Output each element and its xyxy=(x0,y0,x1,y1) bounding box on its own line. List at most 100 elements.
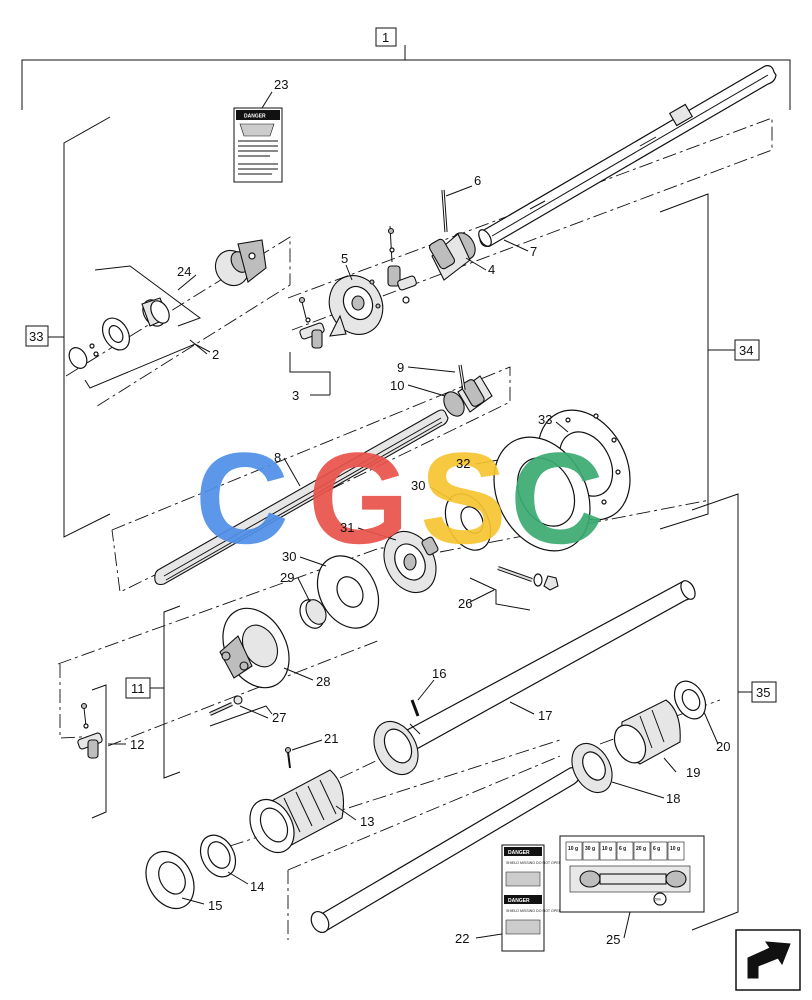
callout-11: 11 xyxy=(131,681,145,696)
lube-cell xyxy=(582,841,600,861)
callout-17: 17 xyxy=(538,708,552,723)
part-6-pin xyxy=(441,189,448,233)
decal25-badge: 50h xyxy=(655,898,661,902)
callout-box-11: 11 xyxy=(125,677,151,699)
callout-32: 32 xyxy=(456,456,470,471)
lube-cell-label: 6 g xyxy=(653,846,660,852)
part-4-yoke xyxy=(428,232,476,281)
callout-8: 8 xyxy=(274,450,281,465)
part-3-cross-kit xyxy=(298,296,325,349)
watermark-letter-1: C xyxy=(195,425,289,571)
callout-21: 21 xyxy=(324,731,338,746)
part-26-bolt-set xyxy=(497,566,559,591)
callout-33: 33 xyxy=(538,412,552,427)
callout-24: 24 xyxy=(177,264,191,279)
callout-23: 23 xyxy=(274,77,288,92)
callout-28: 28 xyxy=(316,674,330,689)
part-20-ring xyxy=(673,680,707,720)
part-14-ring xyxy=(199,834,237,878)
group-bracket-11 xyxy=(150,605,181,779)
part-27-bolt xyxy=(209,695,243,716)
lube-cell-label: 10 g xyxy=(602,846,612,852)
callout-16: 16 xyxy=(432,666,446,681)
decal22-shield-text-top: SHIELD MISSING DO NOT OPERATE xyxy=(506,861,569,865)
guard-cone-upper xyxy=(373,721,419,775)
group-bracket-2 xyxy=(84,265,211,389)
callout-14: 14 xyxy=(250,879,264,894)
callout-6: 6 xyxy=(474,173,481,188)
cross-kit-upper xyxy=(387,225,417,304)
part-21-screw xyxy=(284,746,292,769)
watermark-letter-4: C xyxy=(510,425,604,571)
callout-27: 27 xyxy=(272,710,286,725)
decal22-shield-text-bottom: SHIELD MISSING DO NOT OPERATE xyxy=(506,909,569,913)
lube-cell xyxy=(633,841,651,861)
leader-lines xyxy=(108,91,719,939)
part-16-guide-mark xyxy=(410,699,420,717)
callout-35: 34 xyxy=(739,343,753,358)
group-bracket-27 xyxy=(209,705,273,727)
watermark-letter-2: G xyxy=(308,425,409,571)
part-18-guard-cone xyxy=(571,742,613,794)
part-5-flange-housing xyxy=(328,275,384,337)
part-23-danger-decal: DANGER xyxy=(233,107,283,183)
callout-7: 7 xyxy=(530,244,537,259)
callout-box-1: 1 xyxy=(375,27,397,47)
callout-box-35: 34 xyxy=(734,339,760,361)
part-31-hub xyxy=(383,531,439,593)
group-bracket-36 xyxy=(691,493,752,931)
callout-15: 15 xyxy=(208,898,222,913)
group-bracket-35 xyxy=(659,193,735,530)
part-19-bellows xyxy=(613,699,681,765)
watermark: C G S C xyxy=(195,425,604,571)
part-9-pin xyxy=(458,364,466,391)
lube-cell xyxy=(616,841,634,861)
part-17-lower-tube xyxy=(395,580,696,757)
lube-cell xyxy=(599,841,617,861)
part-32-flange-disk xyxy=(493,436,591,552)
decal23-danger-text: DANGER xyxy=(244,114,266,120)
next-page-arrow-button[interactable] xyxy=(735,929,801,991)
callout-34: 33 xyxy=(29,329,43,344)
callout-36: 35 xyxy=(756,685,770,700)
lube-cell-label: 10 g xyxy=(670,846,680,852)
lube-cell-label: 10 g xyxy=(568,846,578,852)
group-bracket-3 xyxy=(289,352,331,396)
decal22-danger-text-top: DANGER xyxy=(508,850,530,856)
lube-cell xyxy=(565,841,583,861)
group-bracket-26 xyxy=(469,577,531,611)
callout-box-34: 33 xyxy=(25,325,49,347)
part-24-ring xyxy=(141,297,170,327)
callout-25: 25 xyxy=(606,932,620,947)
lube-cell-label: 20 g xyxy=(636,846,646,852)
callout-2: 2 xyxy=(212,347,219,362)
watermark-letter-3: S xyxy=(420,425,507,571)
callout-9: 9 xyxy=(397,360,404,375)
part-22-danger-decal: DANGER SHIELD MISSING DO NOT OPERATE DAN… xyxy=(501,844,569,952)
part-30-upper-disc xyxy=(444,493,492,551)
callout-box-36: 35 xyxy=(751,681,777,703)
part-10-yoke xyxy=(443,375,493,417)
callout-19: 19 xyxy=(686,765,700,780)
part-12-cross-kit xyxy=(77,702,103,759)
callout-29: 29 xyxy=(280,570,294,585)
part-13-bellows-guard xyxy=(249,769,345,854)
callout-18: 18 xyxy=(666,791,680,806)
decal22-danger-text-bottom: DANGER xyxy=(508,898,530,904)
callout-1: 1 xyxy=(382,30,389,45)
callout-13: 13 xyxy=(360,814,374,829)
part-7-outer-tube xyxy=(478,65,777,247)
callout-10: 10 xyxy=(390,378,404,393)
lube-cell-label: 30 g xyxy=(585,846,595,852)
callout-12: 12 xyxy=(130,737,144,752)
callout-31: 31 xyxy=(340,520,354,535)
part-15-ring xyxy=(145,850,195,910)
arrow-icon xyxy=(747,941,791,979)
callout-30-upper: 30 xyxy=(411,478,425,493)
callout-26: 26 xyxy=(458,596,472,611)
callout-5: 5 xyxy=(341,251,348,266)
part-2-inner-yoke xyxy=(214,239,267,287)
